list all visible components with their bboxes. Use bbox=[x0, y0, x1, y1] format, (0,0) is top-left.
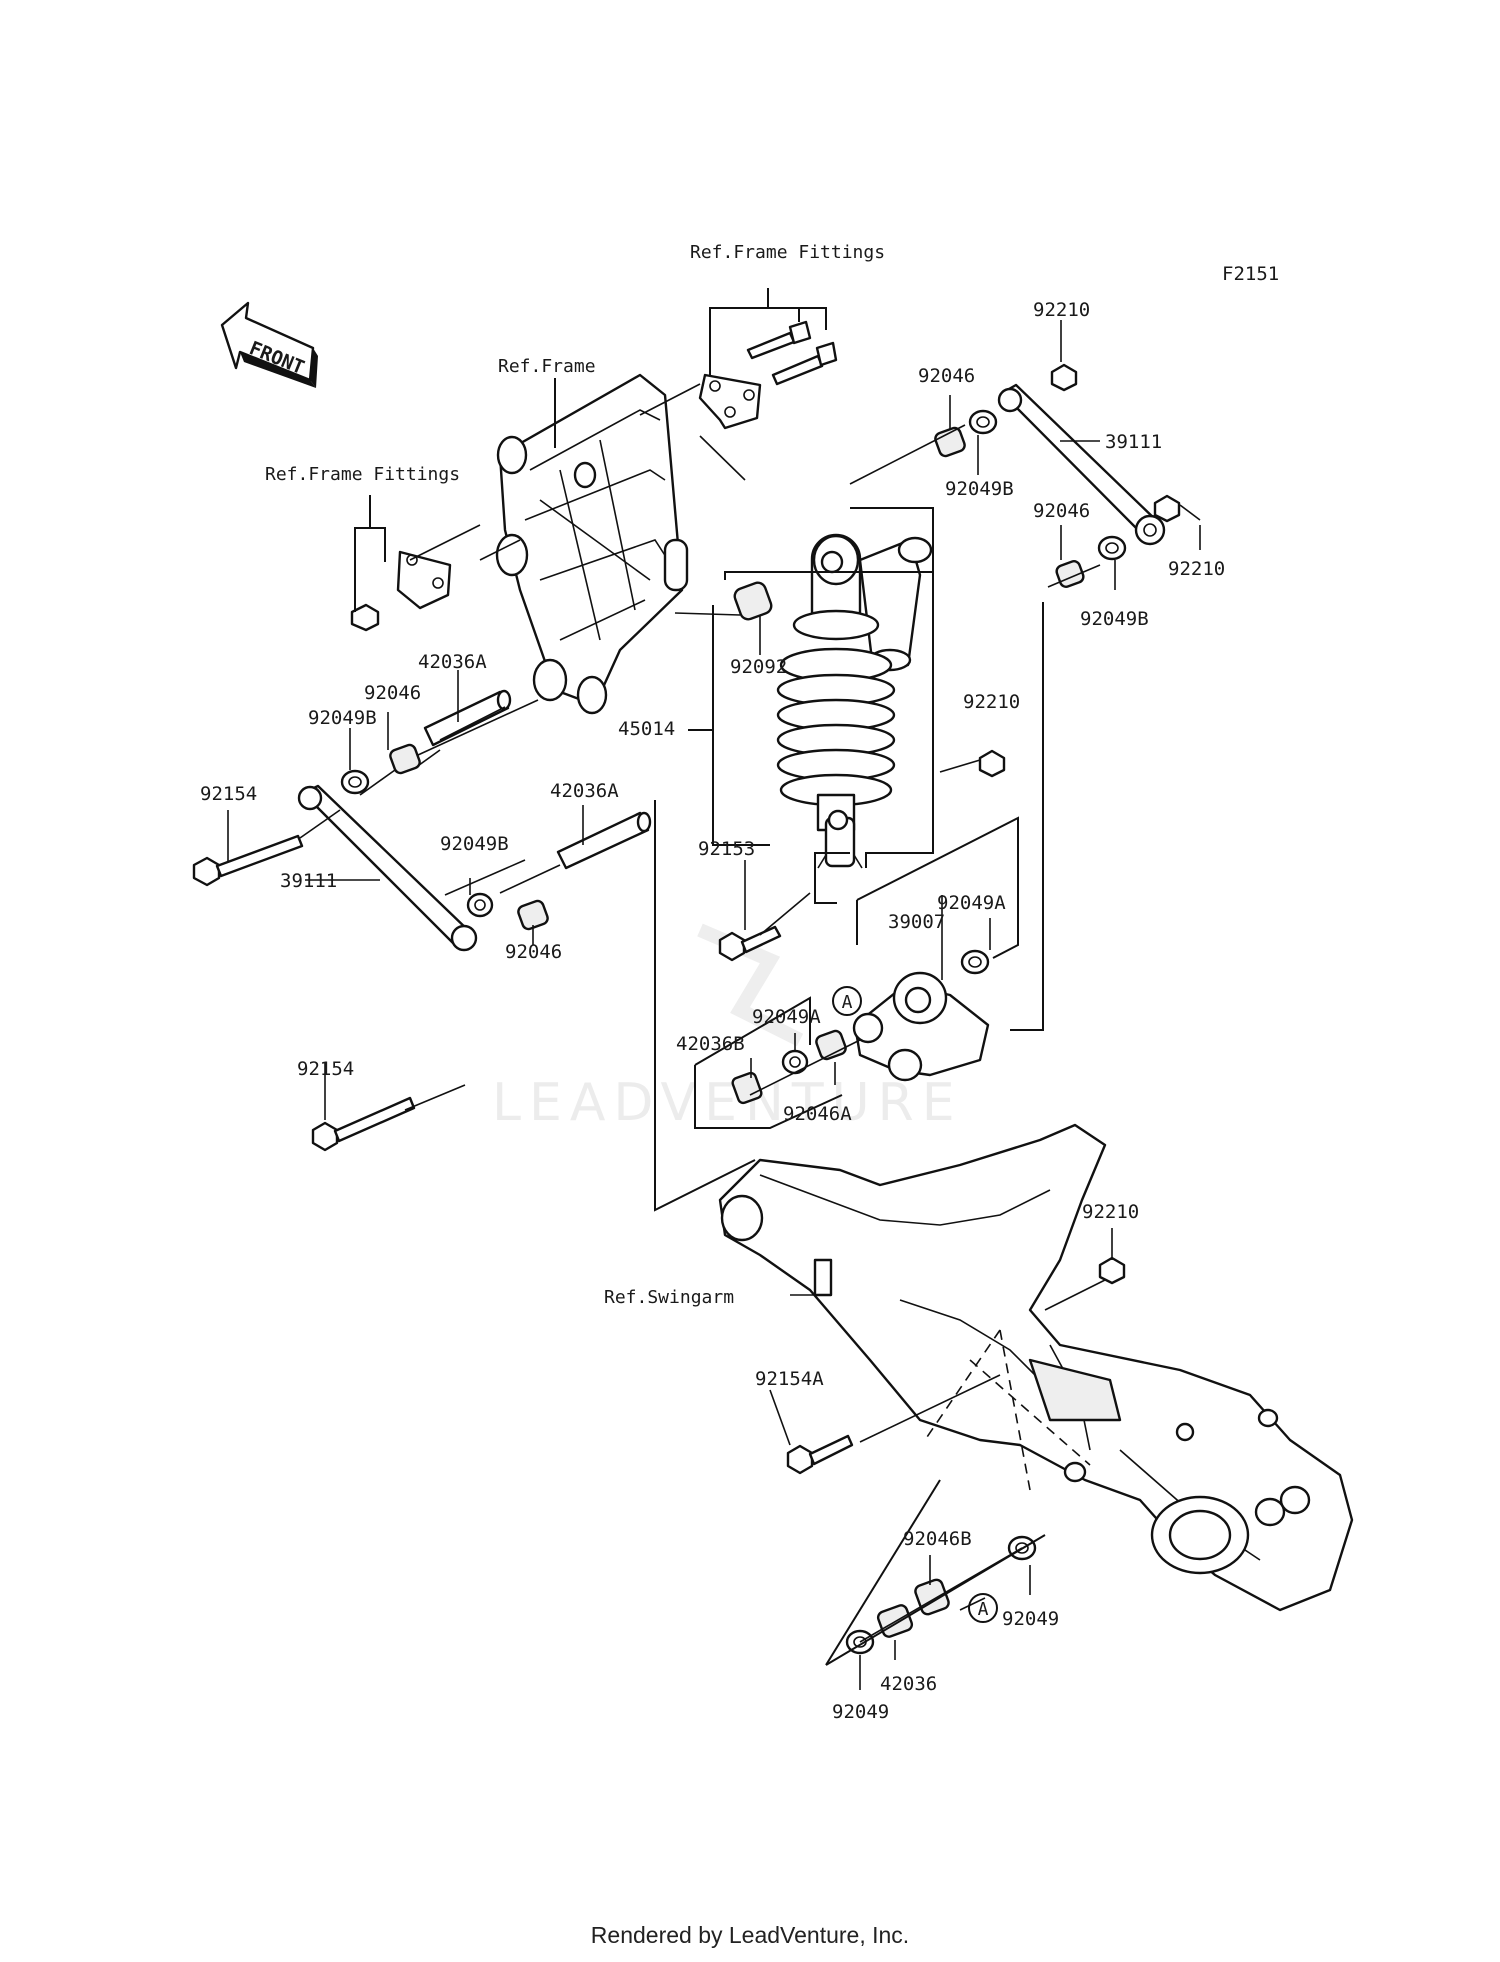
callout: 92049A bbox=[937, 892, 1006, 914]
callout: 92154A bbox=[755, 1368, 824, 1390]
circle-marker-top: A bbox=[832, 986, 862, 1016]
callout: 92092 bbox=[730, 656, 787, 678]
callout: 92153 bbox=[698, 838, 755, 860]
callout: 92046B bbox=[903, 1528, 972, 1550]
callout: 92210 bbox=[1082, 1201, 1139, 1223]
watermark-text: LEADVENTURE bbox=[492, 1073, 963, 1133]
callout: 42036 bbox=[880, 1673, 937, 1695]
callout: 42036A bbox=[550, 780, 619, 802]
tie-rod-right bbox=[997, 383, 1166, 546]
callout: 42036B bbox=[676, 1033, 745, 1055]
callout: 92046A bbox=[783, 1103, 852, 1125]
ref-frame-fittings-top: Ref.Frame Fittings bbox=[690, 242, 885, 263]
callout: 92046 bbox=[918, 365, 975, 387]
callout: 92049 bbox=[832, 1701, 889, 1723]
callout: 39007 bbox=[888, 911, 945, 933]
callout: 92210 bbox=[963, 691, 1020, 713]
frame-fitting-top bbox=[698, 320, 838, 430]
callout: 39111 bbox=[280, 870, 337, 892]
circle-marker-bottom: A bbox=[968, 1593, 998, 1623]
ref-frame: Ref.Frame bbox=[498, 356, 596, 377]
watermark: LEADVENTURE bbox=[492, 923, 963, 1133]
callout: 45014 bbox=[618, 718, 675, 740]
ref-swingarm: Ref.Swingarm bbox=[604, 1287, 734, 1308]
bolts bbox=[192, 834, 854, 1475]
callout: 92049 bbox=[1002, 1608, 1059, 1630]
svg-text:A: A bbox=[978, 1599, 989, 1620]
frame-bracket bbox=[495, 373, 689, 715]
callout: 92049B bbox=[440, 833, 509, 855]
rocker-arm bbox=[852, 971, 990, 1082]
figure-code: F2151 bbox=[1222, 263, 1279, 285]
callout: 92154 bbox=[200, 783, 257, 805]
callout: 92210 bbox=[1168, 558, 1225, 580]
callout: 92210 bbox=[1033, 299, 1090, 321]
tie-rod-left bbox=[297, 784, 478, 952]
footer-credit: Rendered by LeadVenture, Inc. bbox=[590, 1922, 910, 1948]
frame-fitting-left bbox=[350, 550, 452, 632]
callout: 92046 bbox=[364, 682, 421, 704]
ref-frame-fittings-left: Ref.Frame Fittings bbox=[265, 464, 460, 485]
callout: 42036A bbox=[418, 651, 487, 673]
callout: 92154 bbox=[297, 1058, 354, 1080]
callout: 92046 bbox=[1033, 500, 1090, 522]
callout-labels: 92210 92046 39111 92049B 92046 92210 920… bbox=[200, 299, 1225, 1723]
callout: 92046 bbox=[505, 941, 562, 963]
collars bbox=[423, 689, 652, 870]
svg-text:A: A bbox=[842, 992, 853, 1013]
bushing-92092 bbox=[733, 581, 773, 621]
callout: 92049B bbox=[945, 478, 1014, 500]
leader-lines bbox=[227, 288, 1201, 1690]
callout: 92049B bbox=[308, 707, 377, 729]
callout: 39111 bbox=[1105, 431, 1162, 453]
front-arrow-icon: FRONT bbox=[220, 301, 318, 388]
shock-absorber bbox=[776, 533, 933, 869]
callout: 92049A bbox=[752, 1006, 821, 1028]
callout: 92049B bbox=[1080, 608, 1149, 630]
